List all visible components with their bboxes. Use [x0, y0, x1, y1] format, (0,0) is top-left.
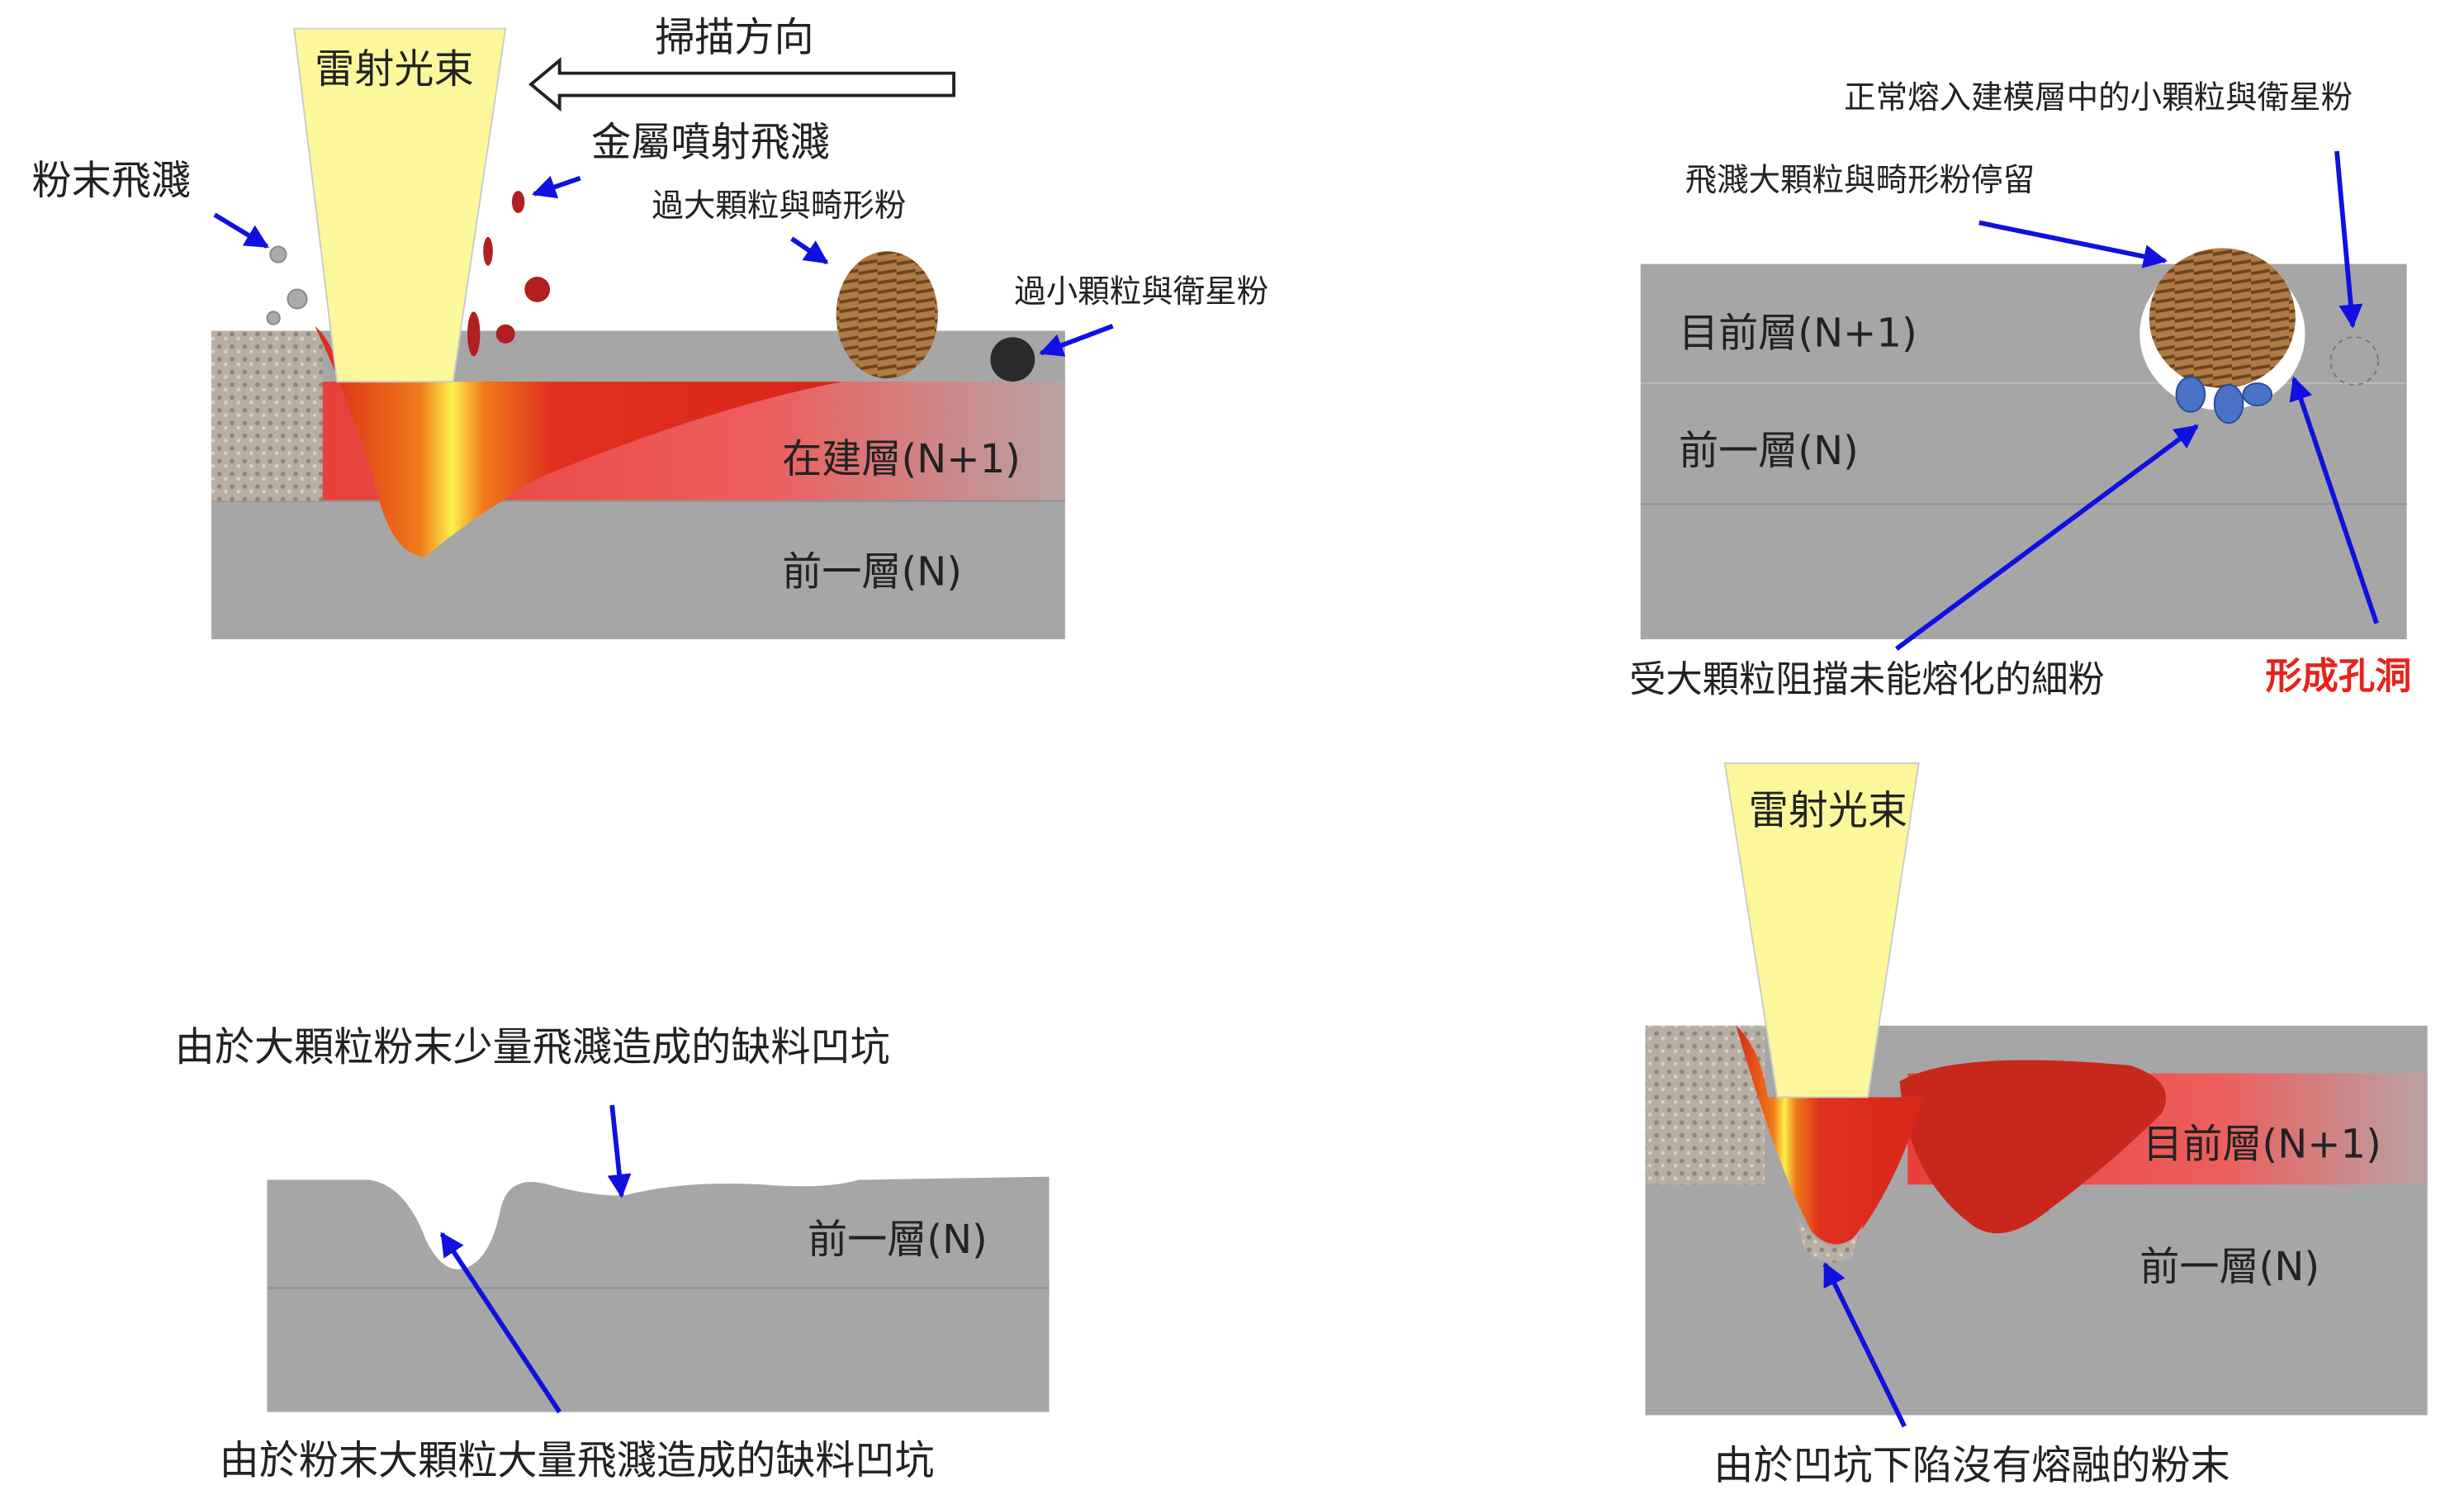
- previous-layer-label: 前一層(N): [808, 1217, 988, 1263]
- metal-droplets: [467, 191, 551, 357]
- melt-pool: [1736, 1025, 1924, 1245]
- pore-label: 形成孔洞: [2265, 656, 2411, 698]
- pointer-arrows: [1894, 150, 2379, 651]
- metal-spatter-label: 金屬噴射飛濺: [591, 120, 830, 166]
- blocked-powder-label: 受大顆粒阻擋未能熔化的細粉: [1629, 659, 2104, 701]
- panel-spatter-process: 雷射光束 掃描方向 金屬噴射飛濺 粉末飛濺 過大顆粒與畸形粉 過小顆粒與衛星粉 …: [32, 15, 1268, 639]
- previous-layer-label: 前一層(N): [1679, 428, 1859, 474]
- laser-label: 雷射光束: [315, 46, 473, 93]
- scan-direction-arrow-icon: [528, 57, 956, 112]
- powder-spatter-label: 粉末飛濺: [32, 158, 191, 204]
- pointer-arrows: [439, 1104, 632, 1414]
- substrate: [267, 1176, 1050, 1412]
- panel-pore-formation: 正常熔入建模層中的小顆粒與衛星粉 飛濺大顆粒與畸形粉停留 目前層(N+1) 前一…: [1629, 79, 2411, 701]
- oversize-particle: [836, 251, 938, 379]
- large-pit-label: 由於粉末大顆粒大量飛濺造成的缺料凹坑: [220, 1438, 935, 1484]
- small-pit-label: 由於大顆粒粉末少量飛濺造成的缺料凹坑: [175, 1024, 890, 1070]
- previous-layer-label: 前一層(N): [2139, 1244, 2319, 1290]
- panel-pits: 由於大顆粒粉末少量飛濺造成的缺料凹坑 前一層(N) 由於粉末大顆粒大量飛濺造成的…: [175, 1024, 1050, 1484]
- laser-label: 雷射光束: [1749, 787, 1907, 833]
- previous-layer-label: 前一層(N): [782, 549, 962, 596]
- spatter-stay-label: 飛濺大顆粒與畸形粉停留: [1685, 162, 2035, 199]
- current-layer-label: 目前層(N+1): [1679, 311, 1917, 357]
- melted-particle-outline: [2329, 336, 2380, 386]
- panel-unmelted-powder: 雷射光束 目前層(N+1) 前一層(N) 由於凹坑下陷沒有熔融的粉末: [1645, 762, 2428, 1488]
- laser-beam: [1723, 762, 1920, 1099]
- normal-melt-label: 正常熔入建模層中的小顆粒與衛星粉: [1844, 79, 2353, 116]
- oversize-particle: [2149, 248, 2296, 388]
- current-layer-label: 目前層(N+1): [2143, 1122, 2381, 1168]
- current-layer-label: 在建層(N+1): [782, 436, 1021, 482]
- undersize-label: 過小顆粒與衛星粉: [1014, 273, 1268, 311]
- unmelted-fine-powder: [2175, 376, 2273, 425]
- unmelted-powder: [1796, 1216, 1864, 1263]
- unmelted-label: 由於凹坑下陷沒有熔融的粉末: [1713, 1442, 2229, 1488]
- pointer-arrows: [1822, 1261, 1907, 1428]
- satellite-particle: [990, 337, 1035, 382]
- powder-bed: [211, 330, 323, 501]
- solidified-track: [1899, 1060, 2167, 1234]
- scan-direction-label: 掃描方向: [655, 15, 813, 61]
- oversize-label: 過大顆粒與畸形粉: [652, 187, 906, 225]
- laser-beam: [293, 27, 507, 383]
- powder-particles: [266, 245, 308, 325]
- pointer-arrows: [213, 175, 1114, 357]
- melt-pool: [315, 325, 843, 557]
